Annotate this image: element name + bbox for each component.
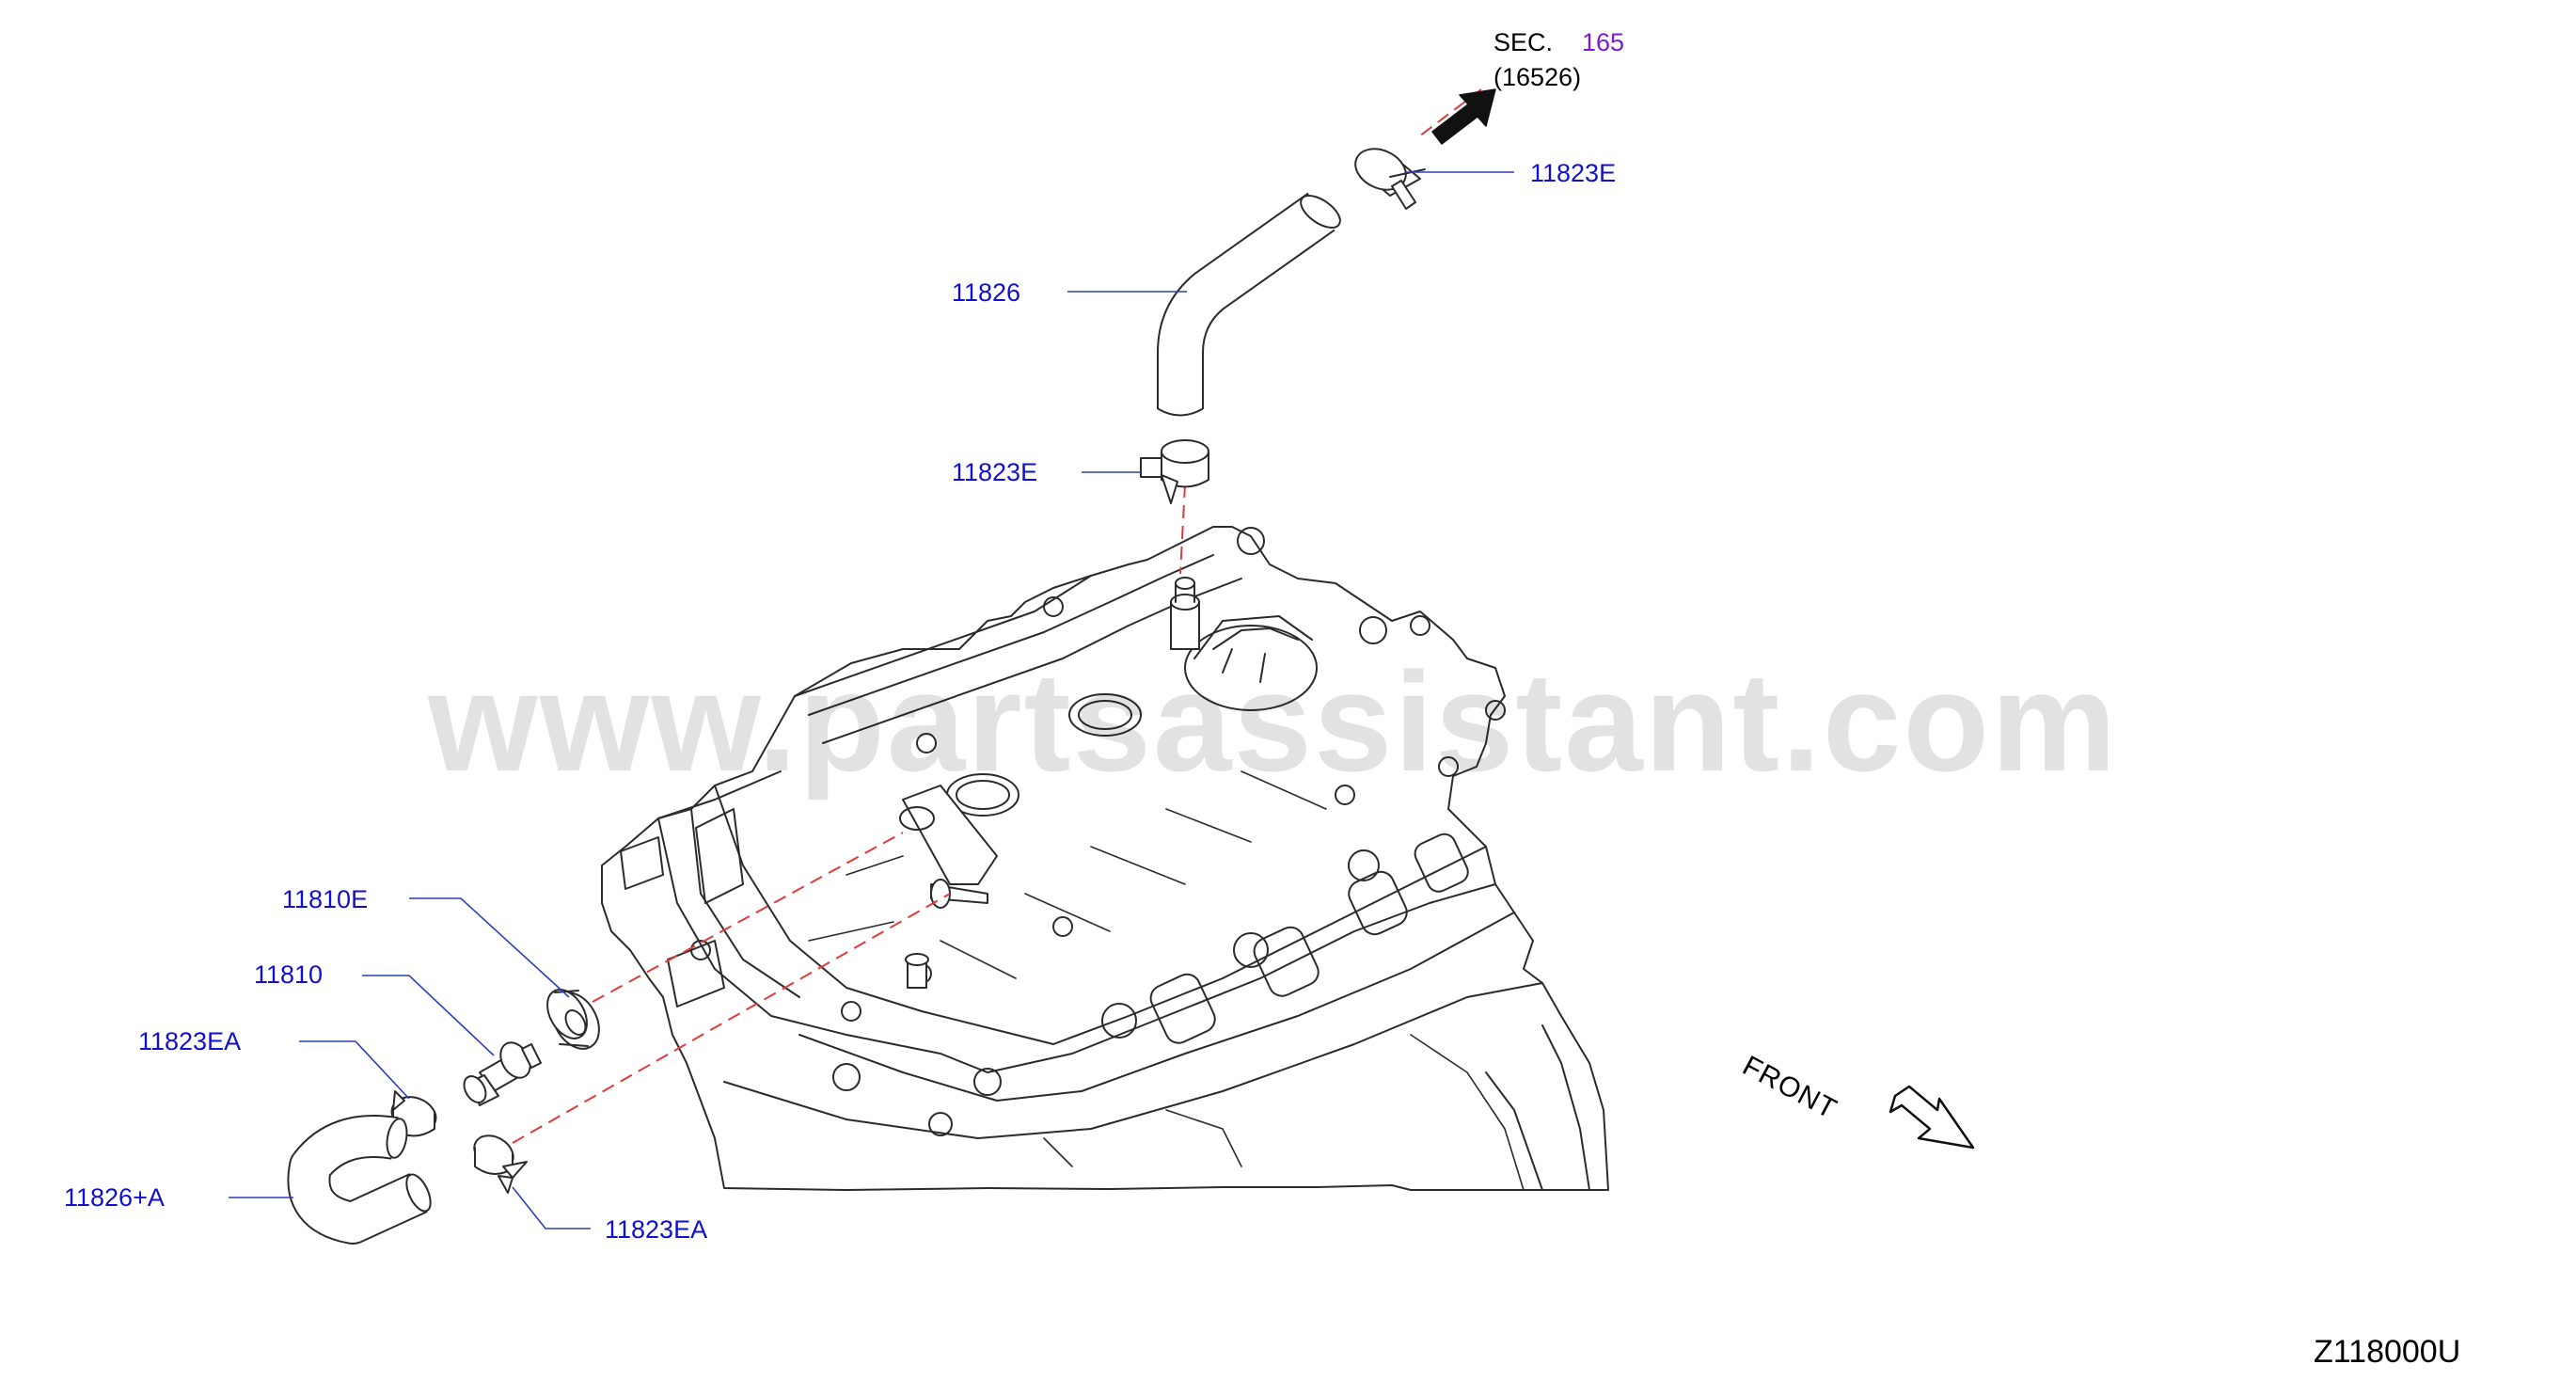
section-ref-prefix: SEC. [1493, 28, 1554, 56]
part-label-11823ea-bottom[interactable]: 11823EA [605, 1215, 708, 1244]
hose-11826a [287, 1115, 432, 1245]
diagram-code: Z118000U [2314, 1334, 2461, 1370]
grommet-11810e [546, 989, 600, 1050]
watermark: www.partsassistant.com [428, 642, 2119, 801]
part-label-11823ea-left[interactable]: 11823EA [138, 1027, 242, 1055]
hose-11826 [1157, 192, 1341, 417]
clamp-11823e-top [1354, 148, 1426, 210]
clamp-11823ea-bottom [473, 1134, 528, 1194]
part-label-11826[interactable]: 11826 [952, 278, 1021, 307]
pcv-valve-11810 [463, 1041, 542, 1106]
part-label-11823e-top[interactable]: 11823E [1530, 159, 1617, 187]
part-label-11826a[interactable]: 11826+A [64, 1183, 165, 1212]
leader-lines [229, 171, 1514, 1229]
part-label-11823e-mid[interactable]: 11823E [952, 458, 1038, 486]
engine-head-drawing [601, 526, 1609, 1191]
section-ref-number[interactable]: 165 [1582, 28, 1625, 56]
section-arrow-icon [1431, 88, 1496, 145]
front-arrow-icon [1889, 1085, 1975, 1150]
part-label-11810[interactable]: 11810 [254, 960, 324, 989]
section-ref-sub: (16526) [1493, 63, 1582, 91]
clamp-11823e-mid [1140, 439, 1209, 504]
alignment-lines [512, 88, 1482, 1144]
part-label-11810e[interactable]: 11810E [282, 885, 369, 913]
